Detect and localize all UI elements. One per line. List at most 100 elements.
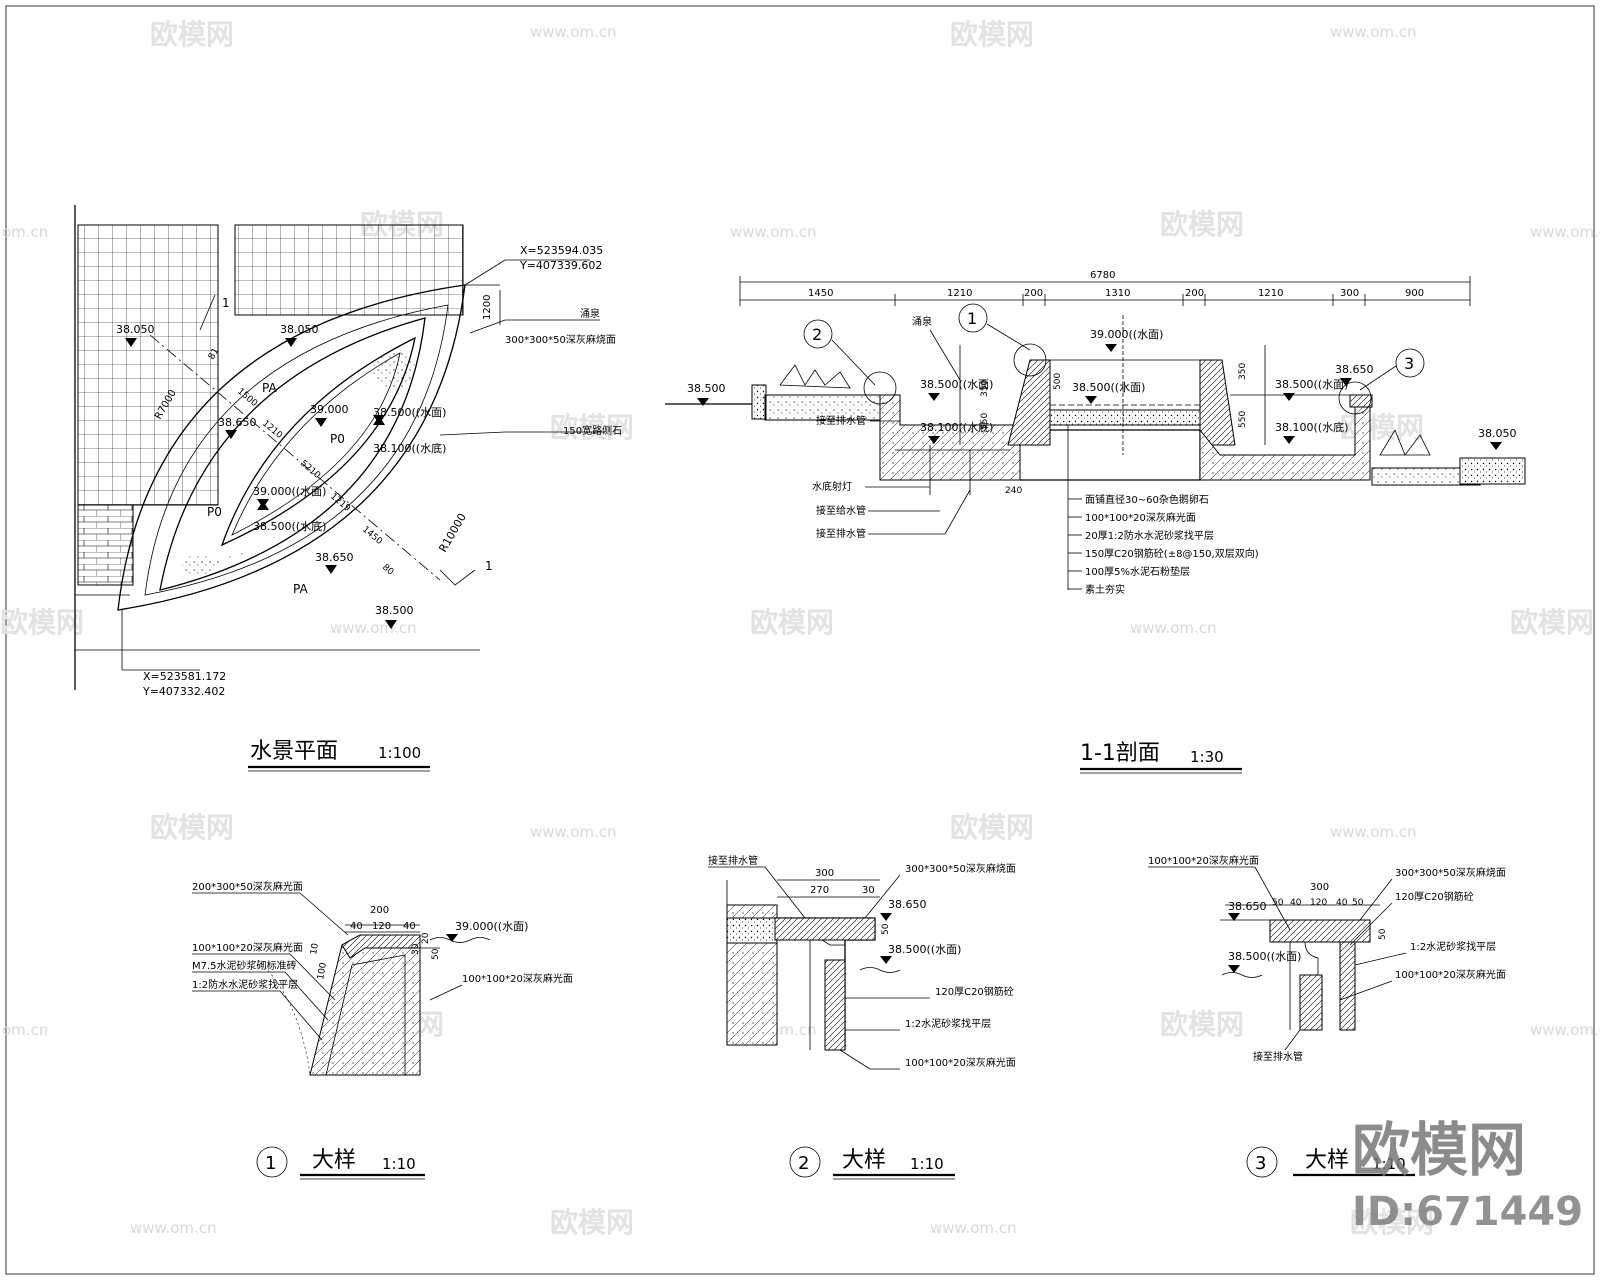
callout-circle [803,319,833,349]
detail3-dim: 40 [1336,898,1348,908]
watermark-site: www.om.cn [1330,823,1417,841]
section-dim: 1450 [808,288,833,299]
watermark-brand: 欧模网 [1350,1206,1434,1239]
section-layer: 素土夯实 [1085,583,1125,596]
detail1-title: 大样 [312,1148,356,1173]
section-layer: 面铺直径30~60杂色鹅卵石 [1085,493,1209,506]
callout-circle [1395,348,1425,378]
plan-dim: 1219 [328,492,352,515]
detail3-dim: 120 [1310,898,1327,908]
section-total-dim: 6780 [1090,270,1115,281]
callout-circle [958,303,988,333]
plan-section-mark: 1 [222,296,230,310]
watermark-site: www.om.cn [1130,619,1217,637]
plan-grid-paving-left [77,224,219,506]
detail3-label: 接至排水管 [1253,1050,1303,1063]
section-callout: 2 [812,325,822,344]
section-height-dim: 500 [1053,373,1063,390]
detail1-label: 1:2防水水泥砂浆找平层 [192,978,298,991]
plan-elevation: 39.000 [310,403,349,416]
detail1-dim: 120 [372,921,391,932]
detail2-title: 大样 [842,1148,886,1173]
detail1-dim: 50 [431,948,441,960]
detail3-elevation: 38.500((水面) [1228,950,1301,963]
detail2-dim: 270 [810,885,829,896]
pool-outline-inner [159,317,426,591]
plan-grid-paving-top [234,224,464,316]
section-elevation: 38.100((水底) [920,420,993,434]
sheet-border [5,5,1595,1275]
detail3-dim: 300 [1310,882,1329,893]
watermark-site: www.om.cn [530,823,617,841]
detail1-label: 100*100*20深灰麻光面 [192,941,303,954]
detail2-elevation: 38.500((水面) [888,943,961,956]
section-elevation: 38.500 [687,382,726,395]
section-height-dim: 550 [980,413,990,430]
detail2-scale: 1:10 [910,1155,944,1173]
detail1-dim: 100 [316,962,329,981]
section-dim: 200 [1185,288,1204,299]
section-elevation: 38.500((水面) [920,378,993,391]
section-title: 1-1剖面 [1080,741,1160,766]
watermark-site: www.om.cn [530,23,617,41]
section-elevation: 38.100((水底) [1275,420,1348,434]
plan-label-curb: 150宽路侧石 [563,424,622,437]
plan-view: 38.050 38.050 38.650 39.000 38.500((水面) … [74,205,622,772]
plan-elevation: 38.050 [280,323,319,336]
detail1-dim: 200 [370,905,389,916]
section-callout: 3 [1404,354,1414,373]
watermark-brand: 欧模网 [150,811,234,844]
detail3-label: 100*100*20深灰麻光面 [1395,968,1506,981]
section-layer: 100*100*20深灰麻光面 [1085,511,1196,524]
plan-scale: 1:100 [378,744,421,762]
detail3-elevation: 38.650 [1228,900,1267,913]
plan-zone-label: P0 [207,505,222,519]
detail1-dim: 40 [350,921,363,932]
detail3-dim: 50 [1272,898,1284,908]
watermark-brand: 欧模网 [550,411,634,444]
detail2-label: 100*100*20深灰麻光面 [905,1056,1016,1069]
pool-outline-ring [144,304,449,596]
detail3-dim: 50 [1352,898,1364,908]
detail2-label: 300*300*50深灰麻烧面 [905,862,1016,875]
section-layer: 150厚C20钢筋砼(±8@150,双层双向) [1085,547,1259,560]
watermark-brand: 欧模网 [1510,606,1594,639]
watermark-site: www.om.cn [1530,1021,1600,1039]
watermark-brand: 欧模网 [1160,208,1244,241]
watermark-site: www.om.cn [930,1219,1017,1237]
section-elevation: 39.000((水面) [1090,328,1163,341]
section-view: 6780 1450 1210 200 1310 200 1210 300 900 [665,270,1526,774]
detail1-num: 1 [265,1153,276,1174]
section-dim: 1210 [947,288,972,299]
plan-coord: Y=407332.402 [142,685,225,698]
section-height-dim: 350 [1238,363,1248,380]
section-height-dim: 550 [1238,411,1248,428]
detail3-label: 300*300*50深灰麻烧面 [1395,866,1506,879]
detail-3: 38.650 38.500((水面) 300 50 40 120 40 50 5… [1148,854,1506,1178]
detail3-label: 120厚C20钢筋砼 [1395,890,1474,903]
watermark-brand: 欧模网 [0,606,84,639]
brand-logo: 欧模网 ID:671449 [1352,1116,1583,1235]
section-left-label: 接至排水管 [816,414,866,427]
detail1-dim: 10 [309,942,321,955]
plan-coord: Y=407339.602 [519,259,602,272]
section-height-dim: 350 [980,380,990,397]
detail3-label: 1:2水泥砂浆找平层 [1410,940,1496,953]
plan-brick-paving [77,504,134,586]
section-left-label: 接至排水管 [816,527,866,540]
watermark-site: om.cn [2,223,48,241]
section-dim: 300 [1340,288,1359,299]
watermark-site: www.om.cn [330,619,417,637]
section-dim: 240 [1005,486,1022,496]
plan-radius: R10000 [436,511,469,554]
detail1-dim: 40 [403,921,416,932]
section-label-fountain: 涌泉 [912,315,932,328]
plan-label-fountain: 涌泉 [580,307,600,320]
detail3-dim: 40 [1290,898,1302,908]
pool-core-outer [220,336,416,547]
section-callout: 1 [967,309,977,328]
detail2-label: 120厚C20钢筋砼 [935,985,1014,998]
detail1-scale: 1:10 [382,1155,416,1173]
section-left-label: 接至给水管 [816,504,866,517]
section-layer: 20厚1:2防水水泥砂浆找平层 [1085,529,1214,542]
